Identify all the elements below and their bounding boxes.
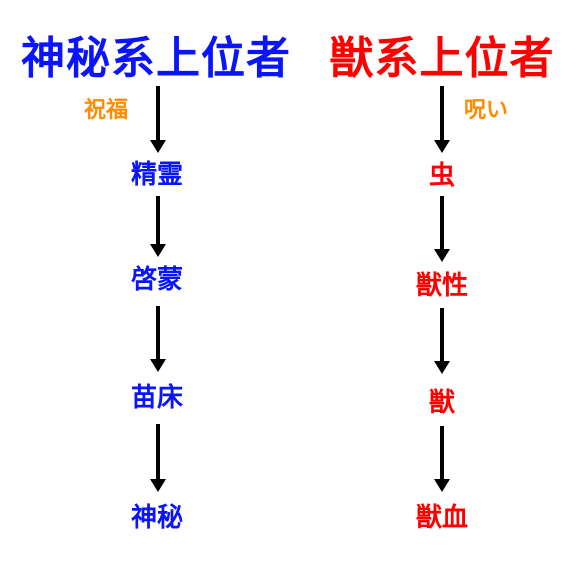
beast-column-title: 獣系上位者 xyxy=(329,33,555,84)
mystic-column-title: 神秘系上位者 xyxy=(21,33,291,84)
beast-node-2: 獣性 xyxy=(415,271,469,301)
mystic-node-3: 苗床 xyxy=(130,383,184,413)
mystic-node-2: 啓蒙 xyxy=(130,265,184,295)
beast-node-1: 虫 xyxy=(428,161,456,191)
beast-node-3: 獣 xyxy=(428,388,456,418)
mystic-node-4: 神秘 xyxy=(130,503,184,533)
beast-node-4: 獣血 xyxy=(415,503,469,533)
mystic-node-1: 精霊 xyxy=(130,160,184,190)
beast-edge-label: 呪い xyxy=(463,98,509,123)
mystic-edge-label: 祝福 xyxy=(83,98,129,123)
